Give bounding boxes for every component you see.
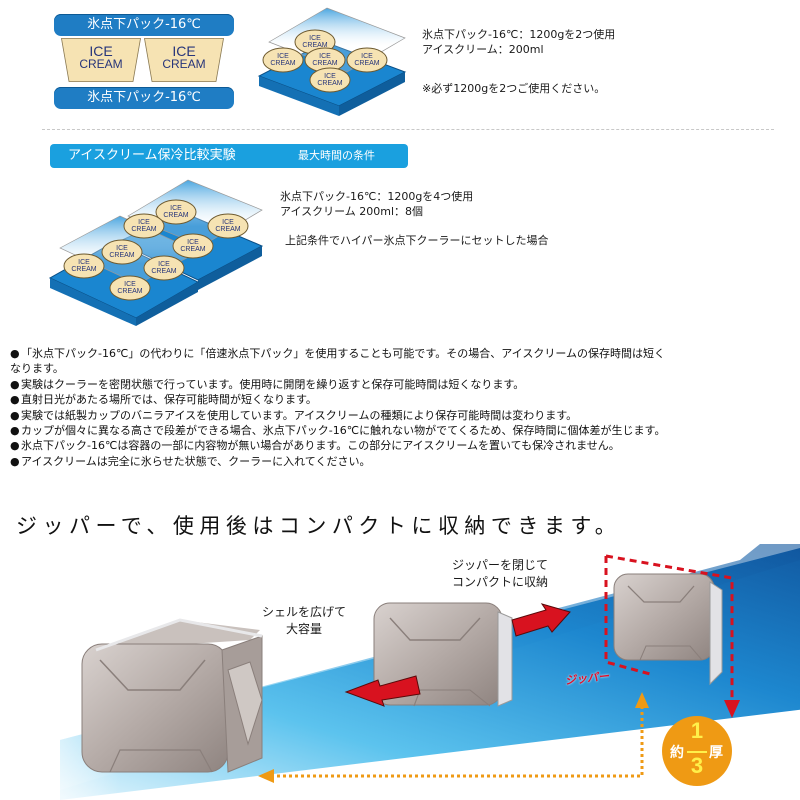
svg-text:ICE: ICE xyxy=(277,53,289,60)
caption-expand-line1: シェルを広げて xyxy=(262,605,347,619)
svg-text:ICE: ICE xyxy=(319,53,331,60)
note-continuation: なります。 xyxy=(10,362,64,376)
bullet-icon: ● xyxy=(10,424,20,438)
svg-text:ICE: ICE xyxy=(158,261,170,268)
cup-text-line1: ICE xyxy=(172,43,196,59)
note-text: 「氷点下パック-16℃」の代わりに「倍速氷点下パック」を使用することも可能です。… xyxy=(21,347,666,360)
cup-text-line1: ICE xyxy=(89,43,113,59)
notes-list: ●「氷点下パック-16℃」の代わりに「倍速氷点下パック」を使用することも可能です… xyxy=(10,346,800,469)
svg-text:ICE: ICE xyxy=(170,205,182,212)
svg-text:CREAM: CREAM xyxy=(317,80,342,87)
svg-text:ICE: ICE xyxy=(138,219,150,226)
svg-text:CREAM: CREAM xyxy=(109,252,134,259)
svg-text:CREAM: CREAM xyxy=(117,288,142,295)
badge-numerator: 1 xyxy=(690,718,704,743)
caption-expand: シェルを広げて 大容量 xyxy=(262,604,346,638)
svg-text:ICE: ICE xyxy=(309,35,321,42)
experiment-spec-line-1: 氷点下パック-16℃：1200gを4つ使用 xyxy=(280,190,474,203)
svg-text:CREAM: CREAM xyxy=(354,60,379,67)
arrow-compress-left xyxy=(344,675,421,707)
svg-text:ICE: ICE xyxy=(361,53,373,60)
spec-line-1: 氷点下パック-16℃：1200gを2つ使用 xyxy=(422,28,616,41)
spec-line-2: アイスクリーム：200ml xyxy=(422,43,544,56)
experiment-subtitle: 最大時間の条件 xyxy=(298,149,375,162)
note-text: 実験はクーラーを密閉状態で行っています。使用時に開閉を繰り返すと保存可能時間は短… xyxy=(21,377,525,391)
badge-suffix: 厚 xyxy=(709,745,723,761)
note-text: 実験では紙製カップのバニラアイスを使用しています。アイスクリームの種類により保存… xyxy=(21,408,578,422)
bullet-icon: ● xyxy=(10,454,20,468)
spec-note: ※必ず1200gを2つご使用ください。 xyxy=(422,82,606,95)
note-text: カップが個々に異なる高さで段差ができる場合、氷点下パック-16℃に触れない物がで… xyxy=(21,424,666,438)
note-item: ●実験では紙製カップのバニラアイスを使用しています。アイスクリームの種類により保… xyxy=(10,408,800,423)
bullet-icon: ● xyxy=(10,393,20,407)
experiment-title: アイスクリーム保冷比較実験 xyxy=(68,148,236,163)
cup-text-left: ICE CREAM xyxy=(61,44,141,70)
experiment-spec-note: 上記条件でハイパー氷点下クーラーにセットした場合 xyxy=(285,234,549,247)
badge-denominator: 3 xyxy=(690,753,704,778)
experiment-spec-line-2: アイスクリーム 200ml：8個 xyxy=(280,205,424,218)
bullet-icon: ● xyxy=(10,439,20,453)
caption-close-line1: ジッパーを閉じて xyxy=(452,558,549,572)
svg-text:CREAM: CREAM xyxy=(312,60,337,67)
svg-text:CREAM: CREAM xyxy=(131,226,156,233)
cup-label-right xyxy=(144,38,224,82)
note-item: ●「氷点下パック-16℃」の代わりに「倍速氷点下パック」を使用することも可能です… xyxy=(10,346,800,361)
caption-expand-line2: 大容量 xyxy=(286,622,323,636)
pack-banner-top: 氷点下パック-16℃ xyxy=(54,14,234,36)
svg-text:ICE: ICE xyxy=(222,219,234,226)
dashed-frame xyxy=(604,554,734,710)
cup-label-left xyxy=(61,38,141,82)
arrow-compress-right xyxy=(511,603,571,637)
svg-text:ICE: ICE xyxy=(116,245,128,252)
badge-fraction-bar xyxy=(687,751,707,753)
cooler-expanded xyxy=(81,618,263,773)
note-item: ●実験はクーラーを密閉状態で行っています。使用時に開閉を繰り返すと保存可能時間は… xyxy=(10,377,800,392)
note-text: 氷点下パック-16℃は容器の一部に内容物が無い場合があります。この部分にアイスク… xyxy=(21,439,620,453)
note-item: ●アイスクリームは完全に氷らせた状態で、クーラーに入れてください。 xyxy=(10,454,800,469)
svg-text:CREAM: CREAM xyxy=(163,212,188,219)
cup-text-line2: CREAM xyxy=(162,57,206,71)
compact-storage-headline: ジッパーで、使用後はコンパクトに収納できます。 xyxy=(16,514,622,538)
experiment-banner: アイスクリーム保冷比較実験 最大時間の条件 xyxy=(50,144,408,168)
red-arrow-down xyxy=(724,700,740,718)
section-divider xyxy=(42,129,774,130)
svg-text:ICE: ICE xyxy=(124,281,136,288)
cooler-compact xyxy=(613,573,723,686)
note-text: 直射日光があたる場所では、保存可能時間が短くなります。 xyxy=(21,393,317,407)
badge-prefix: 約 xyxy=(670,745,684,761)
cup-text-right: ICE CREAM xyxy=(144,44,224,70)
note-item: ●氷点下パック-16℃は容器の一部に内容物が無い場合があります。この部分にアイス… xyxy=(10,438,800,453)
bullet-icon: ● xyxy=(10,377,20,391)
svg-text:ICE: ICE xyxy=(187,239,199,246)
svg-text:CREAM: CREAM xyxy=(302,42,327,49)
note-text: アイスクリームは完全に氷らせた状態で、クーラーに入れてください。 xyxy=(21,454,371,468)
caption-close-line2: コンパクトに収納 xyxy=(452,575,549,589)
orange-arrow-left xyxy=(258,769,274,783)
note-item: ●直射日光があたる場所では、保存可能時間が短くなります。 xyxy=(10,392,800,407)
caption-close: ジッパーを閉じて コンパクトに収納 xyxy=(452,557,548,591)
svg-text:CREAM: CREAM xyxy=(71,266,96,273)
cooler-compact-illustration xyxy=(0,544,800,800)
orange-arrow-up xyxy=(635,692,649,708)
svg-text:CREAM: CREAM xyxy=(180,246,205,253)
note-item: ●カップが個々に異なる高さで段差ができる場合、氷点下パック-16℃に触れない物が… xyxy=(10,423,800,438)
one-third-thickness-badge: 約 1 3 厚 xyxy=(662,716,732,786)
svg-text:ICE: ICE xyxy=(78,259,90,266)
svg-text:CREAM: CREAM xyxy=(270,60,295,67)
pack-banner-bottom: 氷点下パック-16℃ xyxy=(54,87,234,109)
bullet-icon: ● xyxy=(10,408,20,422)
svg-text:ICE: ICE xyxy=(324,73,336,80)
svg-text:CREAM: CREAM xyxy=(215,226,240,233)
cup-text-line2: CREAM xyxy=(79,57,123,71)
cup-outline-right xyxy=(144,38,224,82)
bullet-icon: ● xyxy=(10,347,20,360)
svg-text:CREAM: CREAM xyxy=(151,268,176,275)
cup-outline-left xyxy=(61,38,141,82)
